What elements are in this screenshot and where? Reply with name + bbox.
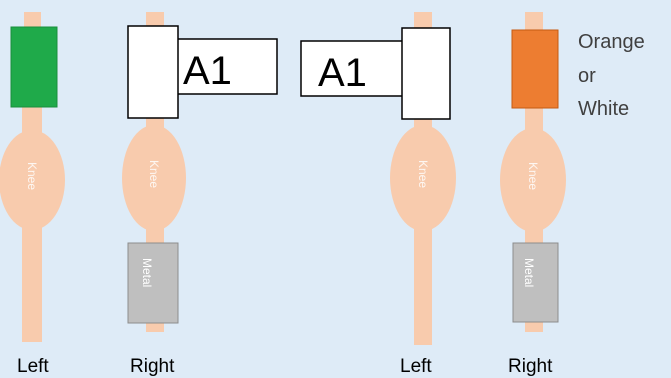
- leg-4-right: Knee Metal Right: [500, 12, 566, 377]
- leg-label: Left: [400, 356, 432, 377]
- metal-label: Metal: [140, 258, 154, 287]
- note-line-or: or: [578, 65, 596, 87]
- metal-band: [127, 242, 179, 324]
- knee-joint: [390, 125, 456, 231]
- knee-joint: [500, 128, 566, 232]
- a1-tag-label: A1: [318, 51, 367, 95]
- knee-label: Knee: [526, 162, 540, 190]
- a1-tag: [300, 40, 405, 97]
- leg-2-right: Knee Metal A1 Right: [122, 12, 278, 377]
- knee-joint: [0, 130, 65, 230]
- leg-label: Left: [17, 356, 49, 377]
- a1-tag-label: A1: [183, 49, 232, 93]
- note-line-white: White: [578, 98, 629, 120]
- a1-tag: [175, 38, 278, 95]
- knee-label: Knee: [25, 162, 39, 190]
- leg-1-left: Knee Left: [0, 12, 65, 377]
- knee-label: Knee: [147, 160, 161, 188]
- knee-joint: [122, 125, 186, 231]
- leg-label: Right: [130, 356, 175, 377]
- white-band: [127, 25, 179, 119]
- green-band: [10, 26, 58, 108]
- white-band: [401, 27, 451, 120]
- note-line-orange: Orange: [578, 31, 645, 53]
- metal-label: Metal: [522, 258, 536, 287]
- leg-label: Right: [508, 356, 553, 377]
- band-color-note: Orange or White: [578, 31, 645, 120]
- leg-3-left: Knee A1 Left: [300, 12, 456, 377]
- knee-label: Knee: [416, 160, 430, 188]
- orange-band: [511, 29, 559, 109]
- metal-band: [512, 242, 559, 323]
